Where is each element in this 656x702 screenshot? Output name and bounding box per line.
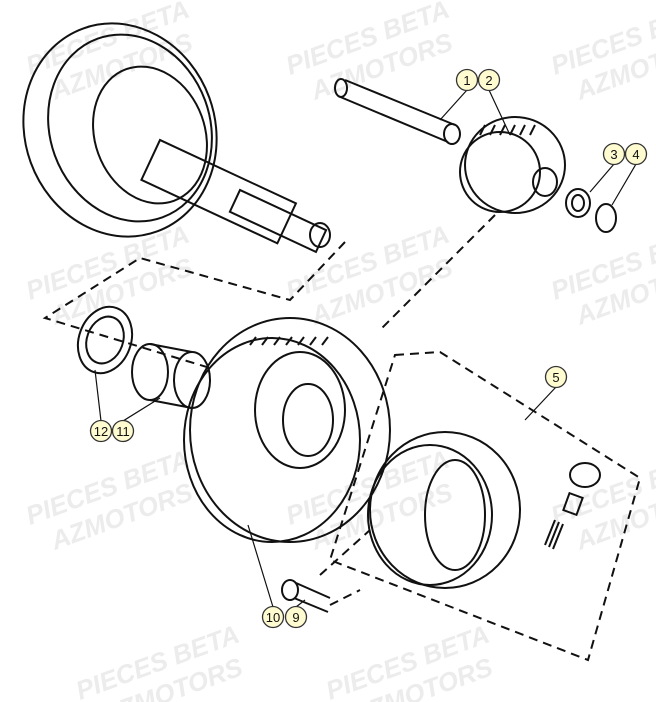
callout-circle: [111, 419, 135, 443]
callout-part-12[interactable]: 12: [89, 419, 113, 443]
needle-bearing-part-11: [131, 343, 211, 409]
callout-label: 10: [266, 610, 280, 625]
assembly-line: [42, 241, 346, 369]
washer-part-12-inner: [85, 315, 125, 365]
washer-part-3: [565, 188, 591, 218]
callout-part-4[interactable]: 4: [624, 142, 648, 166]
gear-part-2: [459, 116, 566, 214]
callout-circle: [284, 605, 308, 629]
callout-circle: [477, 68, 501, 92]
callout-label: 11: [116, 424, 130, 439]
callout-label: 12: [94, 424, 108, 439]
circlip-part-4: [595, 203, 617, 233]
callout-label: 5: [552, 370, 559, 385]
callout-part-3[interactable]: 3: [602, 142, 626, 166]
leader-lines: [94, 89, 637, 608]
callout-part-11[interactable]: 11: [111, 419, 135, 443]
callout-circle: [544, 365, 568, 389]
callout-part-5[interactable]: 5: [544, 365, 568, 389]
assembly-line: [379, 214, 496, 331]
callout-label: 9: [292, 610, 299, 625]
callout-label: 2: [485, 73, 492, 88]
callout-circle: [455, 68, 479, 92]
callout-part-2[interactable]: 2: [477, 68, 501, 92]
callout-label: 4: [632, 147, 639, 162]
starter-gear-part-10: [183, 317, 391, 543]
callout-part-9[interactable]: 9: [284, 605, 308, 629]
bolt-part-9: [281, 579, 331, 613]
callout-label: 1: [463, 73, 470, 88]
shaft-part-1: [334, 78, 461, 145]
callout-part-1[interactable]: 1: [455, 68, 479, 92]
callout-circle: [89, 419, 113, 443]
callout-circle: [624, 142, 648, 166]
washer-part-12: [76, 305, 134, 375]
freewheel-part-5: [367, 431, 601, 589]
starter-shaft-housing: [22, 22, 331, 254]
callout-circle: [602, 142, 626, 166]
callout-circle: [261, 605, 285, 629]
callout-part-10[interactable]: 10: [261, 605, 285, 629]
assembly-line: [329, 589, 361, 606]
callout-label: 3: [610, 147, 617, 162]
assembly-line: [319, 529, 371, 576]
washer-part-3-inner: [571, 194, 585, 212]
